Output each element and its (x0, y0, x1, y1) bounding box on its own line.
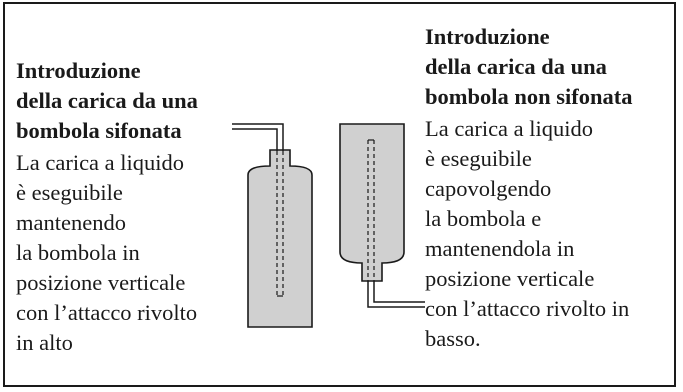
body-line: la bombola in (16, 240, 140, 265)
body-line: capovolgendo (425, 176, 552, 201)
body-line: è eseguibile (16, 180, 123, 205)
content-frame (3, 2, 676, 387)
body-line: posizione verticale (16, 270, 186, 295)
body-line: La carica a liquido (425, 116, 594, 141)
non-siphon-cylinder-instructions: La carica a liquido è eseguibile capovol… (425, 114, 670, 354)
heading-line: Introduzione (425, 24, 550, 49)
body-line: con l’attacco rivolto (16, 300, 198, 325)
heading-line: della carica da una (425, 54, 607, 79)
body-line: posizione verticale (425, 266, 595, 291)
heading-line: bombola sifonata (16, 118, 182, 143)
siphon-cylinder-instructions: La carica a liquido è eseguibile mantene… (16, 148, 231, 358)
heading-line: Introduzione (16, 58, 141, 83)
siphon-cylinder-section: Introduzione della carica da una bombola… (16, 56, 231, 358)
heading-line: bombola non sifonata (425, 84, 633, 109)
body-line: basso. (425, 326, 481, 351)
body-line: mantenendo (16, 210, 126, 235)
body-line: la bombola e (425, 206, 542, 231)
body-line: mantenendola in (425, 236, 575, 261)
body-line: in alto (16, 330, 73, 355)
heading-line: della carica da una (16, 88, 198, 113)
non-siphon-cylinder-section: Introduzione della carica da una bombola… (425, 22, 670, 354)
body-line: con l’attacco rivolto in (425, 296, 630, 321)
body-line: è eseguibile (425, 146, 532, 171)
body-line: La carica a liquido (16, 150, 185, 175)
siphon-cylinder-heading: Introduzione della carica da una bombola… (16, 56, 231, 146)
non-siphon-cylinder-heading: Introduzione della carica da una bombola… (425, 22, 670, 112)
